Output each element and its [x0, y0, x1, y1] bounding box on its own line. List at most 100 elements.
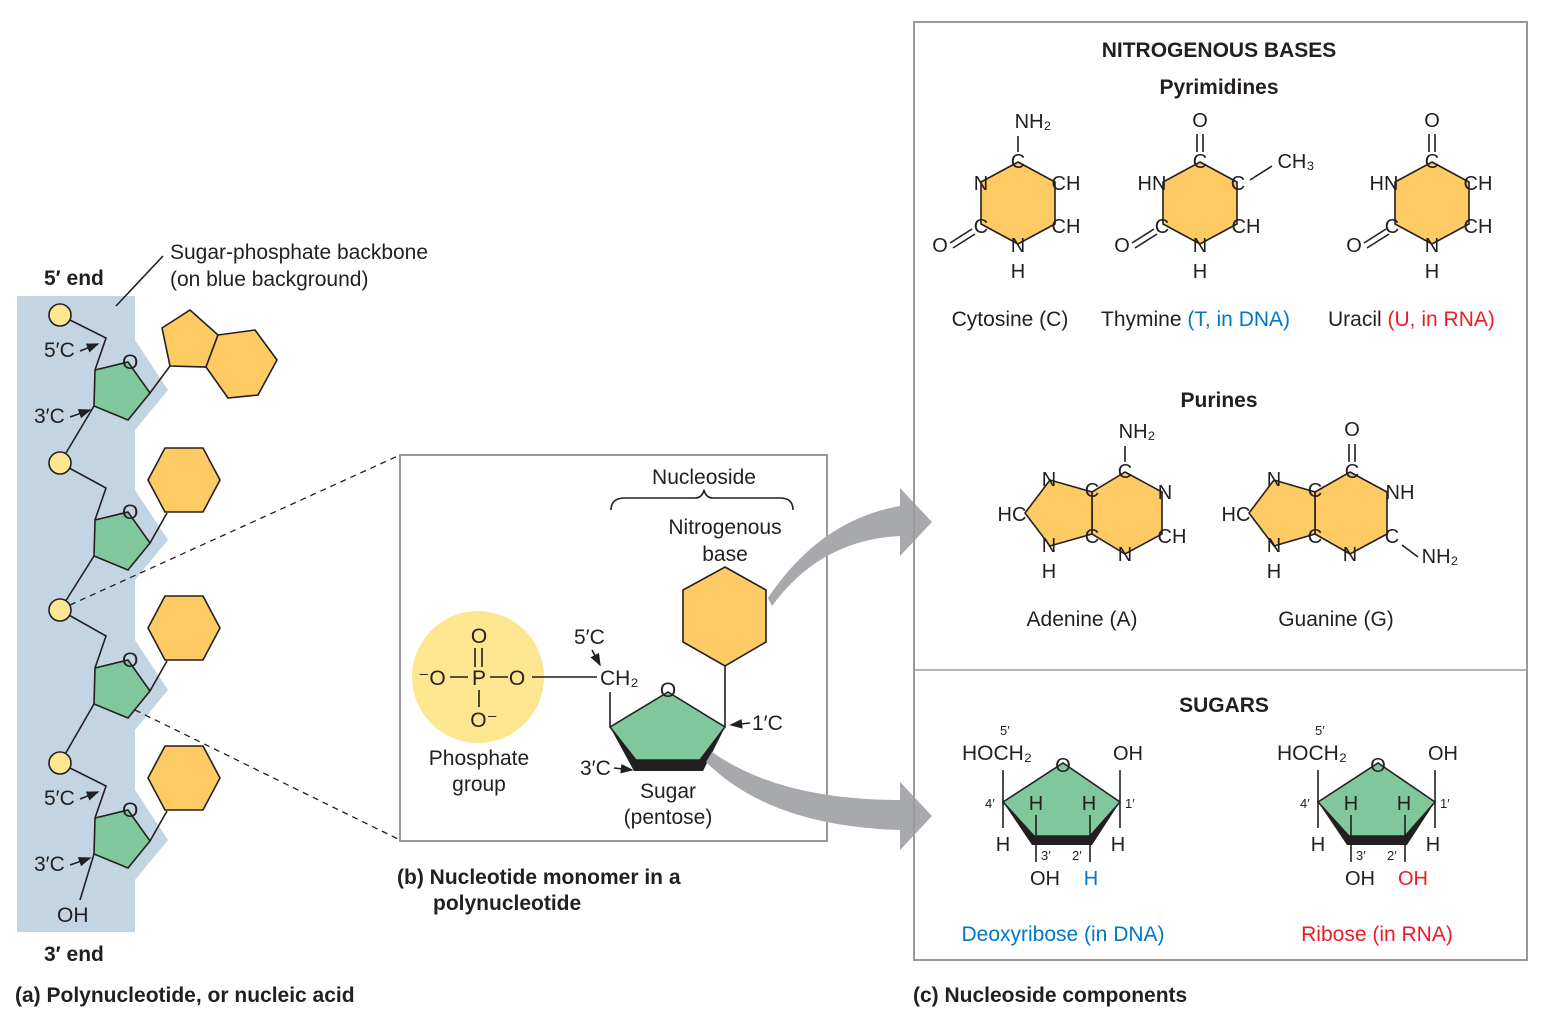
nucleotide-unit-4: O 5′C 3′C	[34, 745, 221, 901]
sugar-pentagon	[608, 691, 727, 761]
atom: O	[1424, 110, 1440, 132]
atom-2prime-h: H	[1084, 868, 1098, 890]
atom: C	[1155, 216, 1169, 238]
atom: H	[996, 834, 1010, 856]
ring-oxygen: O	[122, 351, 138, 374]
atom: N	[1193, 235, 1207, 257]
atom: O	[1055, 755, 1071, 777]
atom: N	[1343, 544, 1357, 566]
sugars-heading: SUGARS	[1179, 694, 1269, 717]
panel-c-nucleoside-components: NITROGENOUS BASES Pyrimidines Purines SU…	[913, 21, 1528, 1007]
atom: NH₂	[1422, 546, 1459, 568]
adenine-label: Adenine (A)	[1027, 608, 1138, 631]
atom: H	[1193, 261, 1207, 283]
atom: HC	[1222, 504, 1251, 526]
atom: C	[1385, 526, 1399, 548]
atom: C	[1085, 480, 1099, 502]
atom: O	[1114, 235, 1130, 257]
guanine-label: Guanine (G)	[1278, 608, 1394, 631]
panel-a-polynucleotide: 5′ end 3′ end Sugar-phosphate backbone (…	[15, 241, 428, 1007]
purine-base-hexagon	[205, 329, 278, 399]
thymine-label: Thymine (T, in DNA)	[1101, 308, 1290, 331]
atom: H	[1082, 793, 1096, 815]
phosphate-circle	[48, 451, 72, 475]
atom: C	[1193, 151, 1207, 173]
nucleotide-unit-2: O	[48, 447, 221, 611]
atom: H	[1111, 834, 1125, 856]
panel-b-caption: (b) Nucleotide monomer in a	[397, 866, 681, 889]
atom: C	[1231, 173, 1245, 195]
atom: CH	[1052, 173, 1081, 195]
nucleoside-brace	[610, 489, 794, 511]
uracil-label: Uracil (U, in RNA)	[1328, 308, 1495, 331]
uracil-rna-note: (U, in RNA)	[1388, 308, 1495, 331]
pyrimidines-heading: Pyrimidines	[1159, 76, 1278, 99]
phosphate-circle	[48, 751, 72, 775]
deoxyribose-label: Deoxyribose (in DNA)	[961, 923, 1164, 946]
c5-label: 5′C	[44, 787, 75, 810]
atom: H	[1011, 261, 1025, 283]
panel-b-caption-sub: polynucleotide	[433, 892, 581, 915]
c1-label: 1′C	[752, 712, 783, 735]
atom: HN	[1370, 173, 1399, 195]
components-box	[913, 21, 1528, 961]
sugar-label: Sugar	[640, 780, 696, 803]
atom: O	[1346, 235, 1362, 257]
atom-2prime-oh: OH	[1398, 868, 1428, 890]
atom: 5′	[1315, 723, 1325, 738]
atom: C	[1308, 480, 1322, 502]
deoxyribose-structure: 5′ HOCH₂ O OH 4′ 1′ H H H H 3′ 2′ OH H D…	[961, 723, 1164, 946]
atom: 3′	[1356, 848, 1366, 863]
atom: HOCH₂	[1277, 742, 1347, 765]
phosphate-circle	[48, 303, 72, 327]
atom: 2′	[1387, 848, 1397, 863]
c3-label: 3′C	[580, 757, 611, 780]
purines-heading: Purines	[1180, 389, 1257, 412]
atom: CH₃	[1277, 151, 1314, 173]
arrow-to-bases	[768, 488, 932, 606]
c5-label: 5′C	[44, 339, 75, 362]
backbone-label-sub: (on blue background)	[170, 268, 368, 291]
atom: O	[1370, 755, 1386, 777]
uracil-name: Uracil	[1328, 308, 1388, 331]
c3-label: 3′C	[34, 853, 65, 876]
atom: 1′	[1125, 796, 1135, 811]
phosphate-group-label: Phosphate	[429, 747, 529, 770]
nucleotide-unit-3: O	[48, 595, 221, 764]
ribose-structure: 5′ HOCH₂ O OH 4′ 1′ H H H H 3′ 2′ OH OH …	[1277, 723, 1458, 946]
atom: CH	[1464, 216, 1493, 238]
nitrogenous-base-label: Nitrogenous	[668, 516, 781, 539]
atom: N	[1011, 235, 1025, 257]
guanine-structure: O C NH C NH₂ N C C N HC N H Guanine (G)	[1222, 419, 1459, 631]
ring-oxygen: O	[122, 501, 138, 524]
atom: H	[1311, 834, 1325, 856]
atom: OH	[1428, 743, 1458, 765]
thymine-name: Thymine	[1101, 308, 1187, 331]
uracil-structure: O C HN CH C CH N H O Uracil (U, in RNA)	[1328, 110, 1495, 331]
thymine-dna-note: (T, in DNA)	[1187, 308, 1290, 331]
thymine-structure: O C HN C CH₃ C CH N H O Thymine (T, in D…	[1101, 110, 1315, 331]
ribose-label: Ribose (in RNA)	[1301, 923, 1453, 946]
panel-c-caption: (c) Nucleoside components	[913, 984, 1187, 1007]
adenine-structure: NH₂ C N CH N C C N HC N H Adenine (A)	[998, 421, 1187, 631]
atom: C	[1085, 526, 1099, 548]
atom: 4′	[985, 796, 995, 811]
atom: 1′	[1440, 796, 1450, 811]
atom: OH	[1345, 868, 1375, 890]
atom: OH	[1030, 868, 1060, 890]
atom: H	[1267, 561, 1281, 583]
atom: NH₂	[1015, 111, 1052, 133]
atom: NH₂	[1119, 421, 1156, 443]
phosphate-group-label-sub: group	[452, 773, 506, 796]
atom: H	[1344, 793, 1358, 815]
pyrimidine-base-hexagon	[147, 447, 221, 513]
atom: N	[1267, 469, 1281, 491]
phosphate-o-top: O	[471, 625, 487, 648]
c3-label: 3′C	[34, 405, 65, 428]
phosphate-circle	[48, 598, 72, 622]
atom: C	[974, 216, 988, 238]
atom: CH	[1464, 173, 1493, 195]
ch2-label: CH₂	[600, 667, 638, 690]
c5-label: 5′C	[574, 626, 605, 649]
phosphate-o-left: ⁻O	[418, 667, 445, 690]
